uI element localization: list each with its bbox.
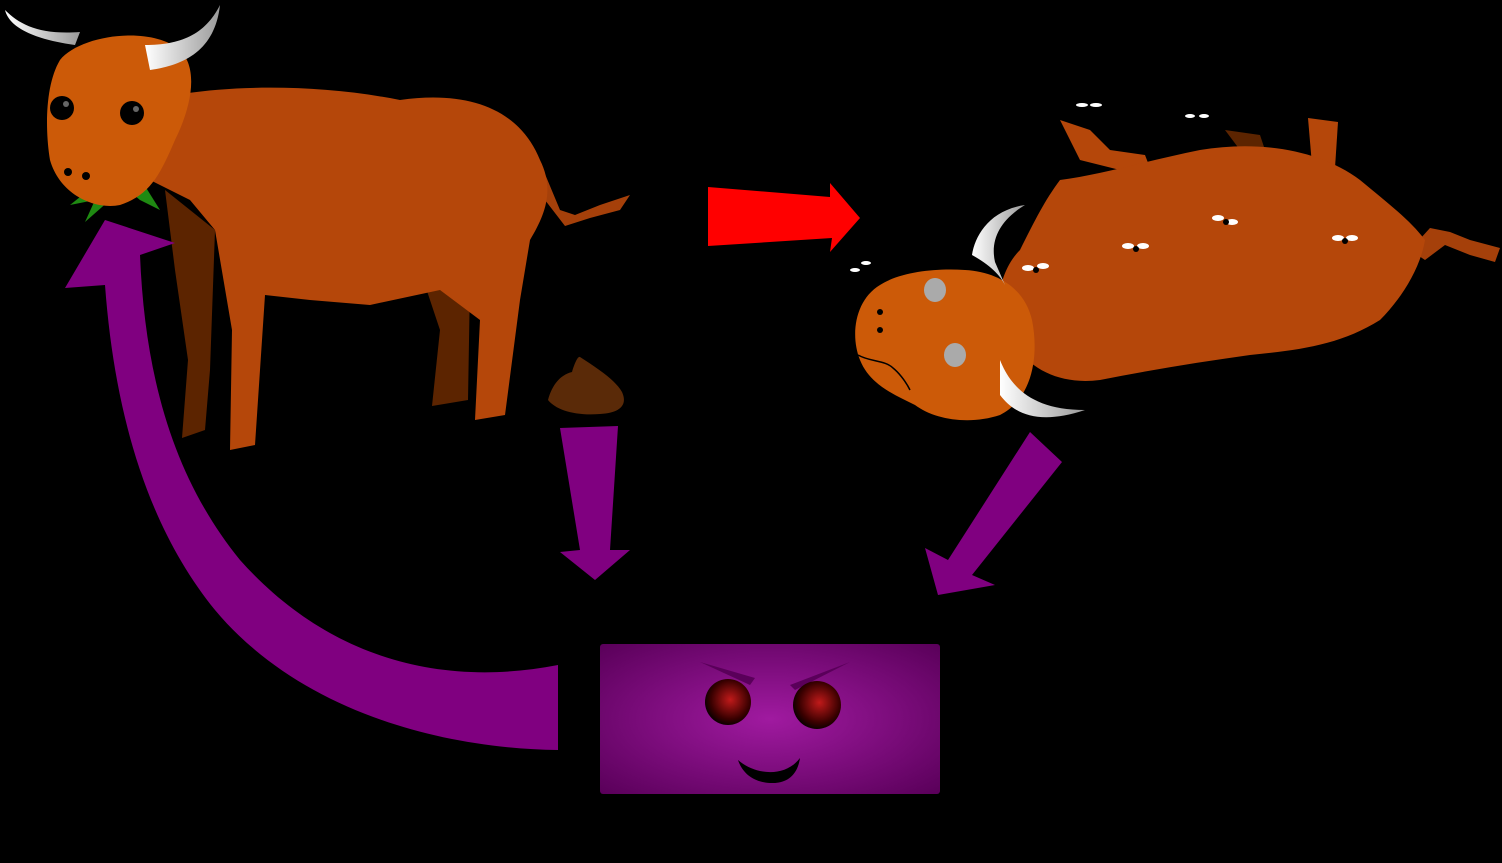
dead-cow-head [855,269,1035,421]
dead-cow-eye [877,327,883,333]
dead-cow-leg [1225,130,1265,150]
red-arrow-right [708,183,860,252]
dead-cow-horn-base [944,343,966,367]
cow-horn-left [5,10,80,45]
fly-icon [1122,243,1149,252]
cow-eye-left [50,96,74,120]
decomposer-eye-left [705,679,751,725]
fly-icon [1185,114,1209,118]
cow-nostril-left [64,168,72,176]
decomposer-box [600,644,940,794]
cow-horn-right [145,5,220,70]
cow-tail [535,150,630,226]
dead-cow-eye [877,309,883,315]
purple-arrow-down-left [925,432,1062,595]
cow-head [47,35,192,206]
dead-cow-body [999,146,1425,381]
dead-cow-mouth [857,354,911,391]
decomposer-eye-right [793,681,841,729]
dead-cow-leg [1060,120,1150,170]
cow-eye-left-glint [63,101,69,107]
decomposer-smile [738,758,800,784]
dead-cow-tail [1410,228,1500,262]
purple-arrow-down [560,426,630,580]
fly-icon [1076,103,1102,107]
dead-cow-leg [1308,118,1338,168]
purple-curved-arrow-up [65,220,558,750]
decomposer-brow-left [700,662,755,685]
fly-icon [1022,263,1049,273]
dead-cow-horn-base [924,278,946,302]
cow-front-leg-shadow [165,190,215,438]
fly-icon [1212,215,1238,225]
decomposer-box-body [600,644,940,794]
fly-icon [1332,235,1358,244]
cow-back-leg [425,282,470,406]
decomposer-brow-right [790,662,850,690]
fly-group [850,103,1358,273]
dung-pile [548,356,624,415]
dead-cow-horn-bottom [1000,360,1085,418]
dead-cow-illustration [850,103,1500,421]
cow-body [120,87,548,450]
cow-eye-right [120,101,144,125]
fly-icon [850,261,871,272]
cow-nostril-right [82,172,90,180]
dead-cow-horn-top [972,205,1025,285]
cow-eye-right-glint [133,106,139,112]
living-cow-illustration [5,5,630,450]
